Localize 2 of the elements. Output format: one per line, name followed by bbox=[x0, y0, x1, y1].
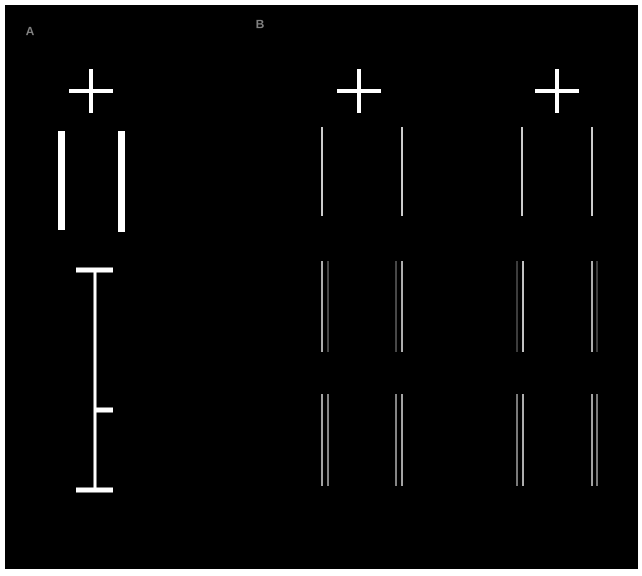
panel-label: A bbox=[26, 26, 34, 36]
panel-label: B bbox=[256, 20, 264, 28]
